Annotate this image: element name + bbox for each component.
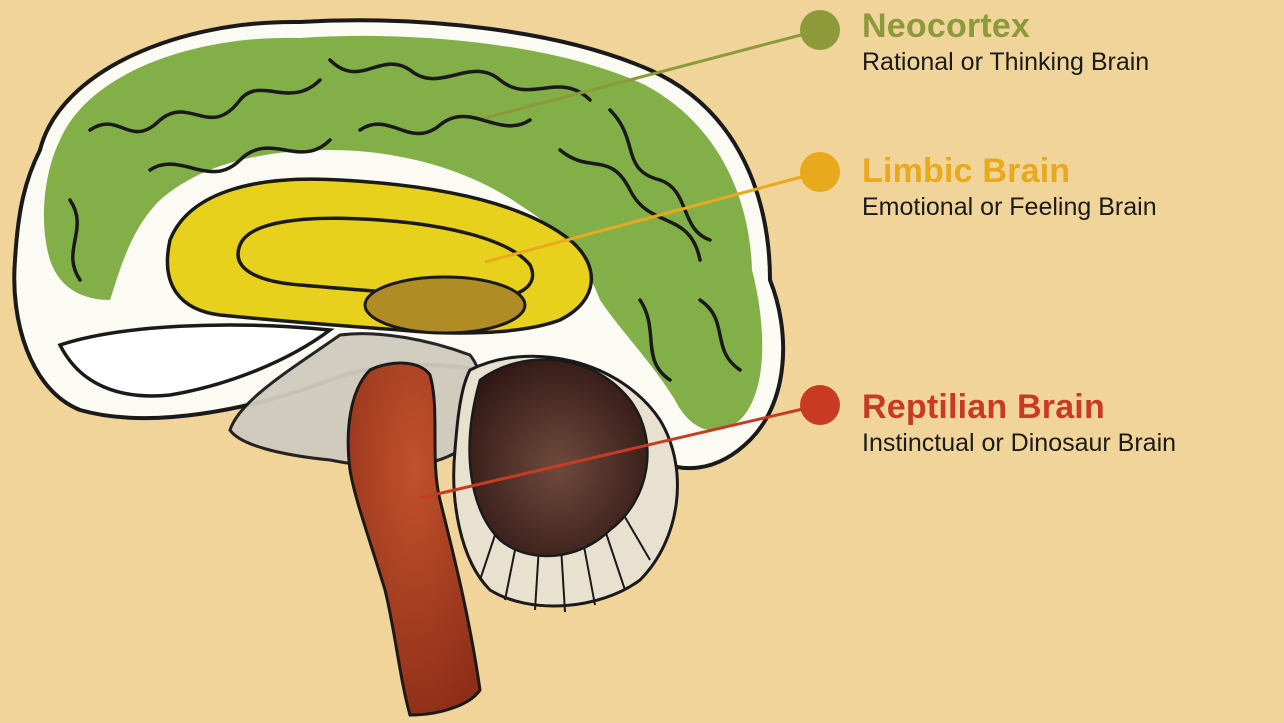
neocortex-label: Neocortex Rational or Thinking Brain — [862, 8, 1149, 77]
limbic-label: Limbic Brain Emotional or Feeling Brain — [862, 153, 1157, 222]
reptilian-dot — [800, 385, 840, 425]
neocortex-subtitle: Rational or Thinking Brain — [862, 47, 1149, 77]
thalamus — [365, 277, 525, 333]
reptilian-subtitle: Instinctual or Dinosaur Brain — [862, 428, 1176, 458]
neocortex-title: Neocortex — [862, 8, 1149, 44]
limbic-title: Limbic Brain — [862, 153, 1157, 189]
reptilian-label: Reptilian Brain Instinctual or Dinosaur … — [862, 389, 1176, 458]
reptilian-title: Reptilian Brain — [862, 389, 1176, 425]
limbic-dot — [800, 152, 840, 192]
limbic-subtitle: Emotional or Feeling Brain — [862, 192, 1157, 222]
neocortex-dot — [800, 10, 840, 50]
